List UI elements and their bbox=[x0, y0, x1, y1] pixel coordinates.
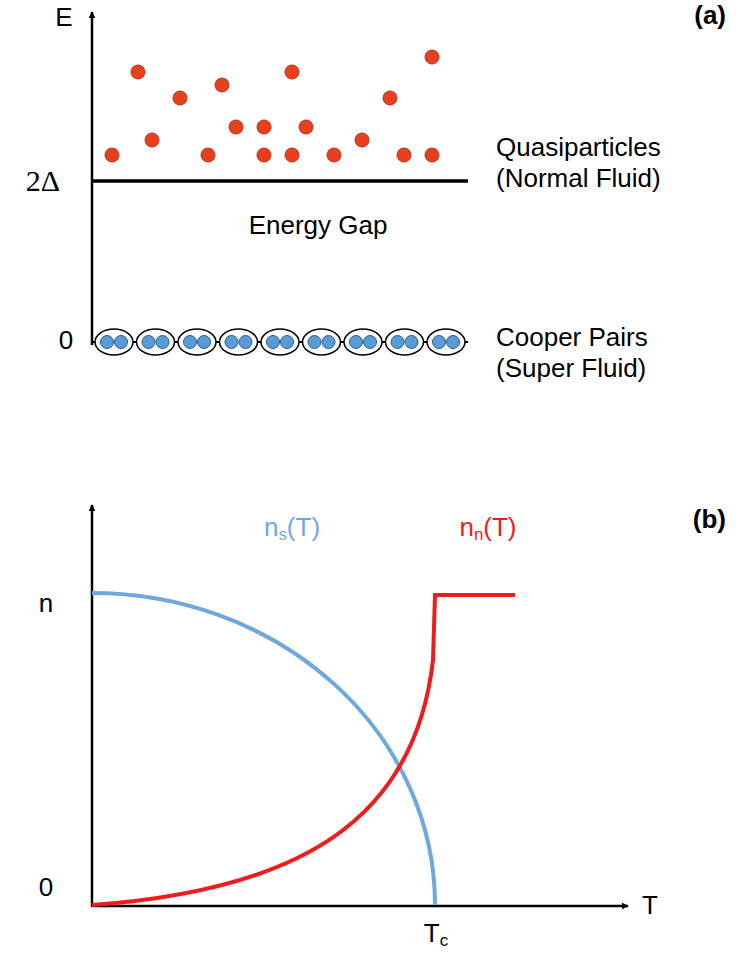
quasiparticle-dot bbox=[425, 50, 439, 64]
energy-axis bbox=[91, 12, 94, 345]
quasiparticle-dot bbox=[201, 148, 215, 162]
axis-value: Tc bbox=[424, 918, 448, 949]
axis-label: n bbox=[39, 588, 53, 619]
y-axis bbox=[91, 505, 94, 906]
quasiparticle-dot bbox=[285, 65, 299, 79]
quasiparticle-dot bbox=[397, 148, 411, 162]
axis-label: E bbox=[55, 2, 72, 33]
curve-label: ns(T) bbox=[264, 512, 320, 543]
cooper-pair bbox=[303, 329, 341, 355]
quasiparticle-dot bbox=[285, 148, 299, 162]
axis-value: 0 bbox=[59, 325, 73, 356]
cooper-pair bbox=[220, 329, 258, 355]
quasiparticle-dot bbox=[355, 133, 369, 147]
quasiparticle-dots bbox=[105, 50, 439, 162]
quasiparticle-dot bbox=[257, 148, 271, 162]
quasiparticle-dot bbox=[327, 148, 341, 162]
x-axis bbox=[91, 905, 628, 908]
superfluid-density-curve bbox=[92, 593, 435, 905]
quasiparticle-dot bbox=[257, 120, 271, 134]
quasiparticle-dot bbox=[131, 65, 145, 79]
axis-value: 0 bbox=[39, 872, 53, 903]
cooper-pair bbox=[261, 329, 299, 355]
cooper-pair bbox=[427, 329, 465, 355]
quasiparticle-dot bbox=[215, 78, 229, 92]
quasiparticle-dot bbox=[173, 91, 187, 105]
cooper-pair-chain bbox=[95, 329, 465, 355]
gap-value: 2Δ bbox=[26, 163, 60, 199]
cooper-pair bbox=[344, 329, 382, 355]
level-label: Cooper Pairs (Super Fluid) bbox=[496, 322, 696, 384]
cooper-pair bbox=[95, 329, 133, 355]
panel-label: (b) bbox=[693, 504, 726, 535]
normal-density-curve bbox=[92, 595, 515, 905]
panel-label: (a) bbox=[694, 0, 726, 31]
curve-label: nn(T) bbox=[459, 512, 516, 543]
quasiparticle-dot bbox=[425, 148, 439, 162]
cooper-pair bbox=[386, 329, 424, 355]
quasiparticle-dot bbox=[145, 133, 159, 147]
quasiparticle-dot bbox=[383, 91, 397, 105]
quasiparticle-dot bbox=[299, 120, 313, 134]
cooper-pair bbox=[178, 329, 216, 355]
axis-label: T bbox=[642, 890, 658, 921]
cooper-pair bbox=[137, 329, 175, 355]
quasiparticle-dot bbox=[105, 148, 119, 162]
gap-edge-line bbox=[92, 179, 468, 183]
quasiparticle-dot bbox=[229, 120, 243, 134]
gap-label: Energy Gap bbox=[248, 210, 388, 241]
level-label: Quasiparticles (Normal Fluid) bbox=[496, 132, 696, 194]
